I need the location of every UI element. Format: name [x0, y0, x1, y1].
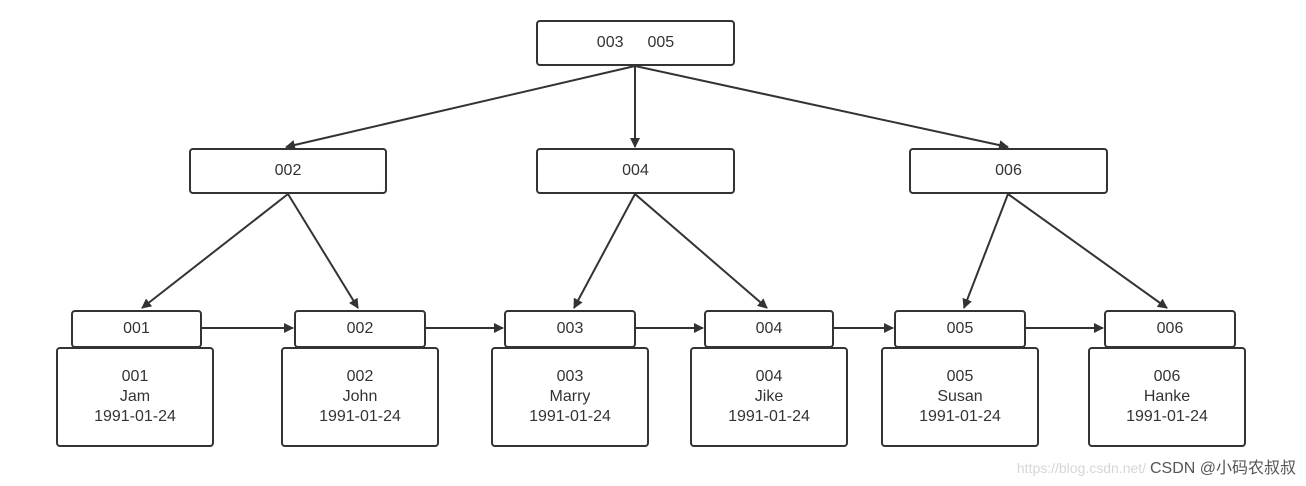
record-name: Jike: [754, 388, 784, 405]
leaf-record-003: 003 Marry 1991-01-24: [491, 347, 649, 447]
leaf-key-005: 005: [894, 310, 1026, 348]
edge-002-to-leaf-001: [141, 193, 289, 309]
leaf-record-001: 001 Jam 1991-01-24: [56, 347, 214, 447]
record-name: Hanke: [1143, 388, 1191, 405]
edge-root-to-node-002: [285, 65, 636, 150]
record-id: 005: [946, 368, 974, 385]
leaf-key-002: 002: [294, 310, 426, 348]
root-key-1: 003: [596, 34, 624, 51]
leaf-record-005: 005 Susan 1991-01-24: [881, 347, 1039, 447]
leaf-key-003: 003: [504, 310, 636, 348]
leaf-key-001: 001: [71, 310, 202, 348]
record-name: Jam: [119, 388, 151, 405]
leaf-key-004: 004: [704, 310, 834, 348]
internal-node-002: 002: [189, 148, 387, 194]
edge-002-to-leaf-002: [287, 193, 359, 309]
record-name: Marry: [549, 388, 591, 405]
edge-004-to-leaf-003: [573, 193, 636, 309]
record-date: 1991-01-24: [919, 408, 1001, 425]
leaf-record-002: 002 John 1991-01-24: [281, 347, 439, 447]
internal-node-004: 004: [536, 148, 735, 194]
record-name: John: [342, 388, 378, 405]
watermark: https://blog.csdn.net/ CSDN @小码农叔叔: [1017, 454, 1296, 478]
internal-node-key: 006: [995, 162, 1022, 179]
record-id: 002: [346, 368, 374, 385]
leaf-key-label: 004: [755, 320, 783, 337]
record-date: 1991-01-24: [529, 408, 611, 425]
record-date: 1991-01-24: [1126, 408, 1208, 425]
internal-node-key: 004: [622, 162, 649, 179]
leaf-key-006: 006: [1104, 310, 1236, 348]
record-date: 1991-01-24: [94, 408, 176, 425]
leaf-record-004: 004 Jike 1991-01-24: [690, 347, 848, 447]
leaf-key-label: 003: [556, 320, 584, 337]
leaf-key-label: 001: [123, 320, 150, 337]
record-id: 006: [1153, 368, 1181, 385]
record-date: 1991-01-24: [319, 408, 401, 425]
leaf-record-006: 006 Hanke 1991-01-24: [1088, 347, 1246, 447]
record-name: Susan: [937, 388, 983, 405]
record-id: 003: [556, 368, 584, 385]
leaf-key-label: 002: [346, 320, 374, 337]
edge-root-to-node-006: [634, 65, 1009, 150]
edge-004-to-leaf-004: [634, 193, 768, 309]
watermark-text: CSDN @小码农叔叔: [1149, 460, 1296, 477]
leaf-key-label: 005: [946, 320, 974, 337]
record-date: 1991-01-24: [728, 408, 810, 425]
root-node: 003 005: [536, 20, 735, 66]
internal-node-006: 006: [909, 148, 1108, 194]
watermark-url: https://blog.csdn.net/: [1016, 460, 1147, 476]
record-id: 001: [121, 368, 149, 385]
edge-006-to-leaf-005: [962, 193, 1009, 309]
edge-006-to-leaf-006: [1007, 193, 1168, 309]
root-key-2: 005: [647, 34, 675, 51]
record-id: 004: [755, 368, 783, 385]
internal-node-key: 002: [274, 162, 302, 179]
leaf-key-label: 006: [1156, 320, 1184, 337]
